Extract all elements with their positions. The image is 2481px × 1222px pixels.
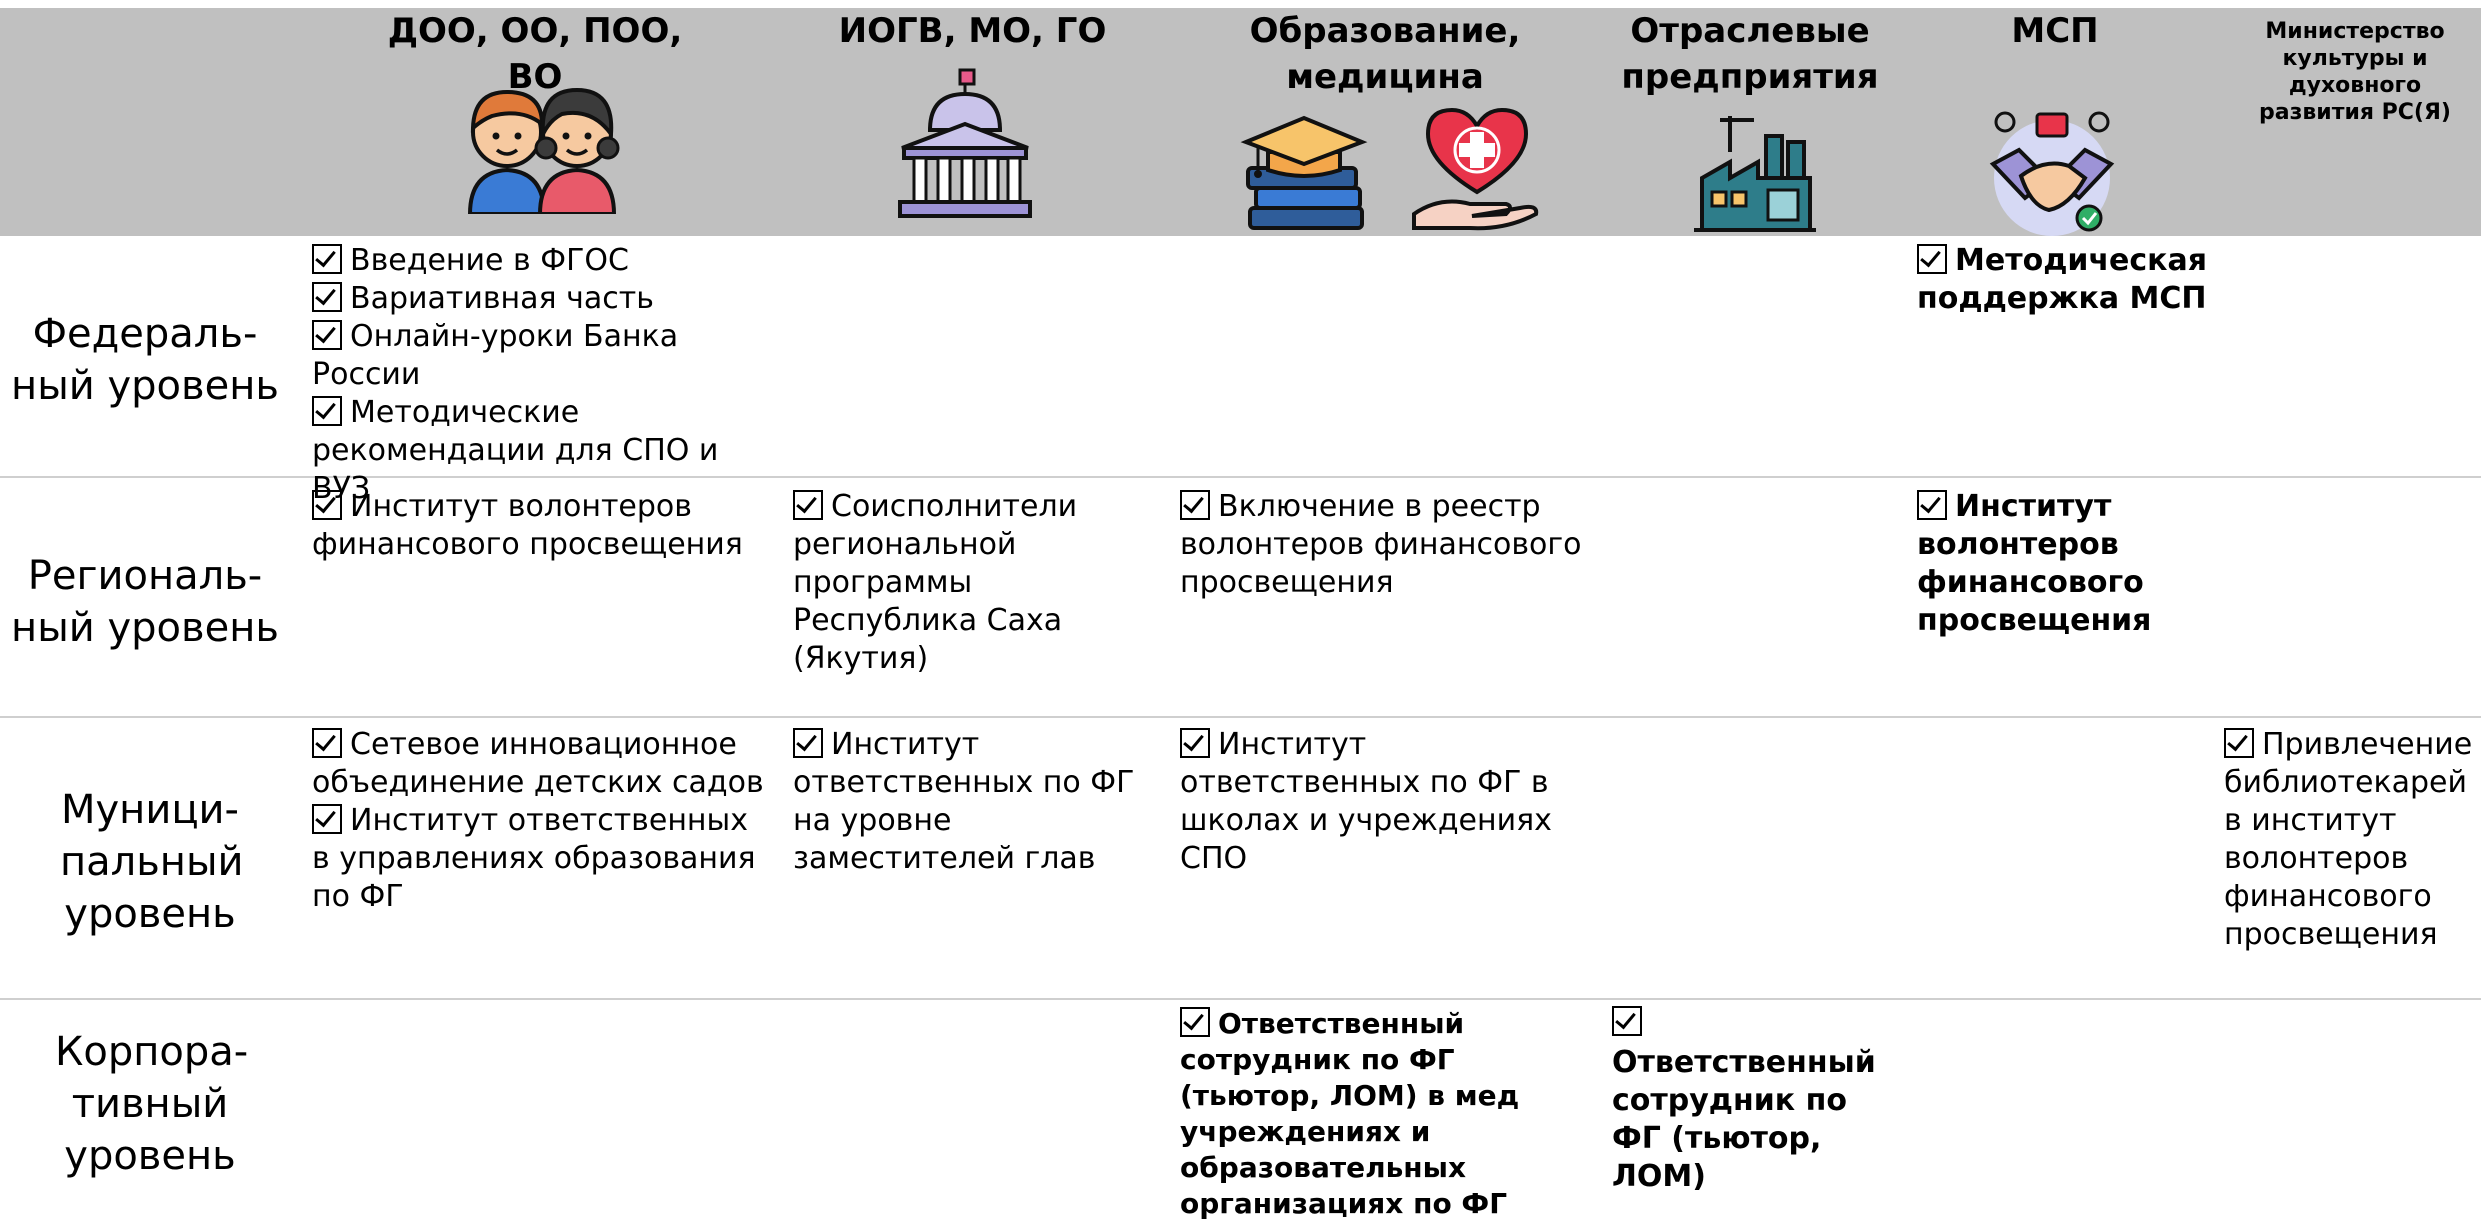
- list-item: Институт волонтеров финансового просвеще…: [312, 489, 743, 562]
- government-building-icon: [898, 68, 1032, 218]
- column-header-msp: МСП: [2011, 11, 2099, 51]
- list-item: Ответственный сотрудник по ФГ (тьютор, Л…: [1180, 1007, 1520, 1220]
- list-item: Институт ответственных в управлениях обр…: [312, 803, 756, 914]
- checkbox-icon: [1180, 490, 1210, 520]
- column-header-doo: ДОО, ОО, ПОО, ВО: [387, 11, 683, 97]
- cell-regional-msp: Институт волонтеров финансового просвеще…: [1917, 488, 2167, 640]
- list-item: Институт волонтеров финансового просвеще…: [1917, 489, 2152, 638]
- checkbox-icon: [312, 244, 342, 274]
- checkbox-icon: [1612, 1006, 1642, 1036]
- column-header-culture: Министерство культуры и духовного развит…: [2259, 19, 2451, 125]
- checkbox-icon: [312, 490, 342, 520]
- cell-regional-doo: Институт волонтеров финансового просвеще…: [312, 488, 762, 564]
- factory-icon: [1694, 116, 1816, 232]
- checkbox-icon: [312, 728, 342, 758]
- checkbox-icon: [1180, 728, 1210, 758]
- column-header-education: Образование, медицина: [1249, 11, 1521, 97]
- checkbox-icon: [312, 282, 342, 312]
- checkbox-icon: [312, 804, 342, 834]
- cell-federal-msp: Методическая поддержка МСП: [1917, 242, 2217, 318]
- row-label-municipal: Муници-пальный уровень: [60, 787, 244, 937]
- cell-corporate-education: Ответственный сотрудник по ФГ (тьютор, Л…: [1180, 1006, 1600, 1222]
- list-item: Методические рекомендации для СПО и ВУЗ: [312, 395, 719, 506]
- cell-municipal-doo: Сетевое инновационное объединение детски…: [312, 726, 772, 916]
- row-label-federal: Федераль-ный уровень: [11, 311, 279, 409]
- cell-municipal-education: Институт ответственных по ФГ в школах и …: [1180, 726, 1600, 878]
- row-label-regional: Региональ-ный уровень: [11, 553, 279, 651]
- list-item: Привлечение библиотекарей в институт вол…: [2224, 727, 2473, 952]
- row-divider: [0, 716, 2481, 718]
- list-item: Вариативная часть: [312, 280, 772, 318]
- row-divider: [0, 998, 2481, 1000]
- cell-municipal-culture: Привлечение библиотекарей в институт вол…: [2224, 726, 2476, 954]
- row-label-corporate: Корпора-тивный уровень: [55, 1029, 249, 1179]
- list-item: Включение в реестр волонтеров финансовог…: [1180, 489, 1582, 600]
- heart-hand-icon: [1412, 107, 1539, 231]
- list-item: Введение в ФГОС: [312, 242, 772, 280]
- list-item: Ответственный сотрудник по ФГ (тьютор, Л…: [1612, 1006, 1882, 1196]
- column-header-iogv: ИОГВ, МО, ГО: [838, 11, 1107, 51]
- checkbox-icon: [793, 490, 823, 520]
- column-header-industry: Отраслевые предприятия: [1621, 11, 1879, 97]
- cell-municipal-iogv: Институт ответственных по ФГ на уровне з…: [793, 726, 1163, 878]
- list-item: Институт ответственных по ФГ в школах и …: [1180, 727, 1552, 876]
- row-divider: [0, 476, 2481, 478]
- children-icon: [467, 87, 620, 214]
- checkbox-icon: [1917, 490, 1947, 520]
- cell-regional-iogv: Соисполнители региональной программы Рес…: [793, 488, 1143, 678]
- checkbox-icon: [793, 728, 823, 758]
- cell-corporate-industry: Ответственный сотрудник по ФГ (тьютор, Л…: [1612, 1006, 1882, 1196]
- checkbox-icon: [1917, 244, 1947, 274]
- checkbox-icon: [2224, 728, 2254, 758]
- checkbox-icon: [1180, 1007, 1210, 1037]
- cell-regional-education: Включение в реестр волонтеров финансовог…: [1180, 488, 1600, 602]
- checkbox-icon: [312, 396, 342, 426]
- list-item: Соисполнители региональной программы Рес…: [793, 489, 1078, 676]
- cell-federal-doo: Введение в ФГОС Вариативная часть Онлайн…: [312, 242, 772, 508]
- list-item: Методическая поддержка МСП: [1917, 243, 2208, 316]
- table-header: ДОО, ОО, ПОО, ВО ИОГВ, МО, ГО Образовани…: [0, 8, 2481, 236]
- list-item: Институт ответственных по ФГ на уровне з…: [793, 727, 1135, 876]
- checkbox-icon: [312, 320, 342, 350]
- handshake-icon: [1989, 111, 2115, 236]
- graduation-books-icon: [1240, 115, 1368, 230]
- list-item: Сетевое инновационное объединение детски…: [312, 727, 764, 800]
- list-item: Онлайн-уроки Банка России: [312, 319, 679, 392]
